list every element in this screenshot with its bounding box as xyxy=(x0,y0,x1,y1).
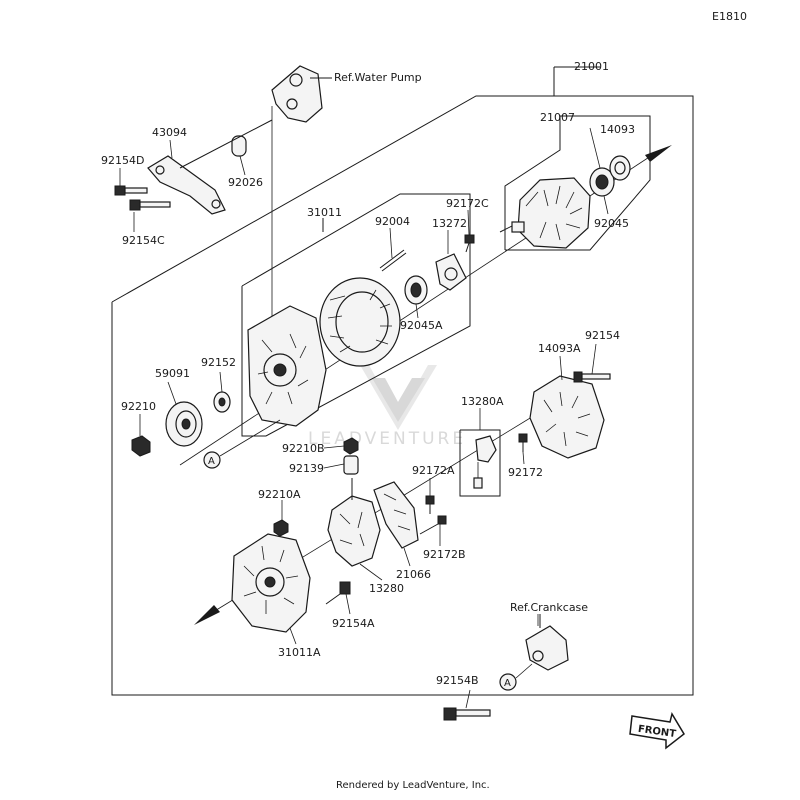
label-13272[interactable]: 13272 xyxy=(432,217,467,230)
screw-92172A xyxy=(425,495,435,514)
label-92154A[interactable]: 92154A xyxy=(332,617,375,630)
brush-holder-13280A-frame xyxy=(459,429,501,497)
screw-92172 xyxy=(518,433,528,452)
bolt-92154D xyxy=(114,185,148,196)
regulator-21066 xyxy=(373,481,419,549)
rear-cover-14093A xyxy=(529,375,605,459)
assembly-frame-21007 xyxy=(504,115,651,251)
ref-circle-a-lower: A xyxy=(499,663,533,691)
stay-bracket-43094 xyxy=(147,155,226,215)
screw-92172B xyxy=(419,515,447,535)
nut-92210A xyxy=(273,519,289,537)
spacer-92152 xyxy=(213,391,231,413)
label-92154[interactable]: 92154 xyxy=(585,329,620,342)
label-92172A[interactable]: 92172A xyxy=(412,464,455,477)
label-92210[interactable]: 92210 xyxy=(121,400,156,413)
label-21066[interactable]: 21066 xyxy=(396,568,431,581)
ref-circle-a-lower-label: A xyxy=(504,678,511,689)
front-arrow-icon: FRONT xyxy=(629,712,685,750)
label-92172C[interactable]: 92172C xyxy=(446,197,489,210)
nut-92210B xyxy=(343,437,359,455)
label-92172[interactable]: 92172 xyxy=(508,466,543,479)
label-21001[interactable]: 21001 xyxy=(574,60,609,73)
plate-13272 xyxy=(435,253,467,291)
label-92210A[interactable]: 92210A xyxy=(258,488,301,501)
ref-water-pump-label: Ref.Water Pump xyxy=(334,71,422,84)
insulator-92139 xyxy=(343,455,359,475)
cover-14093 xyxy=(609,155,631,181)
rectifier-13280 xyxy=(327,478,381,567)
label-92045A[interactable]: 92045A xyxy=(400,319,443,332)
front-cover-31011 xyxy=(247,305,327,427)
label-14093A[interactable]: 14093A xyxy=(538,342,581,355)
bearing-92045A xyxy=(404,275,428,305)
leader-lines xyxy=(119,127,609,709)
label-92045[interactable]: 92045 xyxy=(594,217,629,230)
diagram-code: E1810 xyxy=(712,10,747,23)
label-21007[interactable]: 21007 xyxy=(540,111,575,124)
front-arrow-label: FRONT xyxy=(637,724,677,740)
nut-92210 xyxy=(131,435,151,457)
pulley-59091 xyxy=(165,401,203,447)
label-43094[interactable]: 43094 xyxy=(152,126,187,139)
label-92172B[interactable]: 92172B xyxy=(423,548,466,561)
bolt-92154B xyxy=(443,707,491,721)
stud-92004 xyxy=(379,249,407,272)
ref-circle-a-upper: A xyxy=(203,419,281,469)
bolt-92154C xyxy=(129,199,171,211)
label-92154C[interactable]: 92154C xyxy=(122,234,165,247)
bolt-92154A xyxy=(325,581,351,605)
bolt-92154 xyxy=(573,371,611,383)
axis-arrow-upper xyxy=(645,145,672,162)
label-92154B[interactable]: 92154B xyxy=(436,674,479,687)
label-14093[interactable]: 14093 xyxy=(600,123,635,136)
assembly-frame-31011 xyxy=(241,193,471,437)
water-pump-bracket xyxy=(271,65,332,123)
rotor-21007 xyxy=(499,177,591,249)
label-92154D[interactable]: 92154D xyxy=(101,154,144,167)
screw-92172C xyxy=(464,234,475,253)
collar-92026 xyxy=(179,119,273,169)
label-13280A[interactable]: 13280A xyxy=(461,395,504,408)
label-31011[interactable]: 31011 xyxy=(307,206,342,219)
assembly-frame-21001 xyxy=(111,66,694,696)
ref-crankcase-label: Ref.Crankcase xyxy=(510,601,588,614)
watermark-text: LEADVENTURE xyxy=(308,429,466,449)
label-59091[interactable]: 59091 xyxy=(155,367,190,380)
stator-coil xyxy=(319,277,401,367)
crankcase-bracket xyxy=(525,614,569,671)
bearing-92045 xyxy=(589,167,615,197)
footer-credit: Rendered by LeadVenture, Inc. xyxy=(336,780,490,791)
rear-housing-31011A xyxy=(231,533,311,633)
watermark-logo xyxy=(360,365,437,430)
ref-circle-a-upper-label: A xyxy=(208,456,215,467)
label-31011A[interactable]: 31011A xyxy=(278,646,321,659)
label-92026[interactable]: 92026 xyxy=(228,176,263,189)
label-92004[interactable]: 92004 xyxy=(375,215,410,228)
label-92210B[interactable]: 92210B xyxy=(282,442,325,455)
axis-arrow-lower xyxy=(194,605,220,625)
label-92152[interactable]: 92152 xyxy=(201,356,236,369)
label-13280[interactable]: 13280 xyxy=(369,582,404,595)
label-92139[interactable]: 92139 xyxy=(289,462,324,475)
